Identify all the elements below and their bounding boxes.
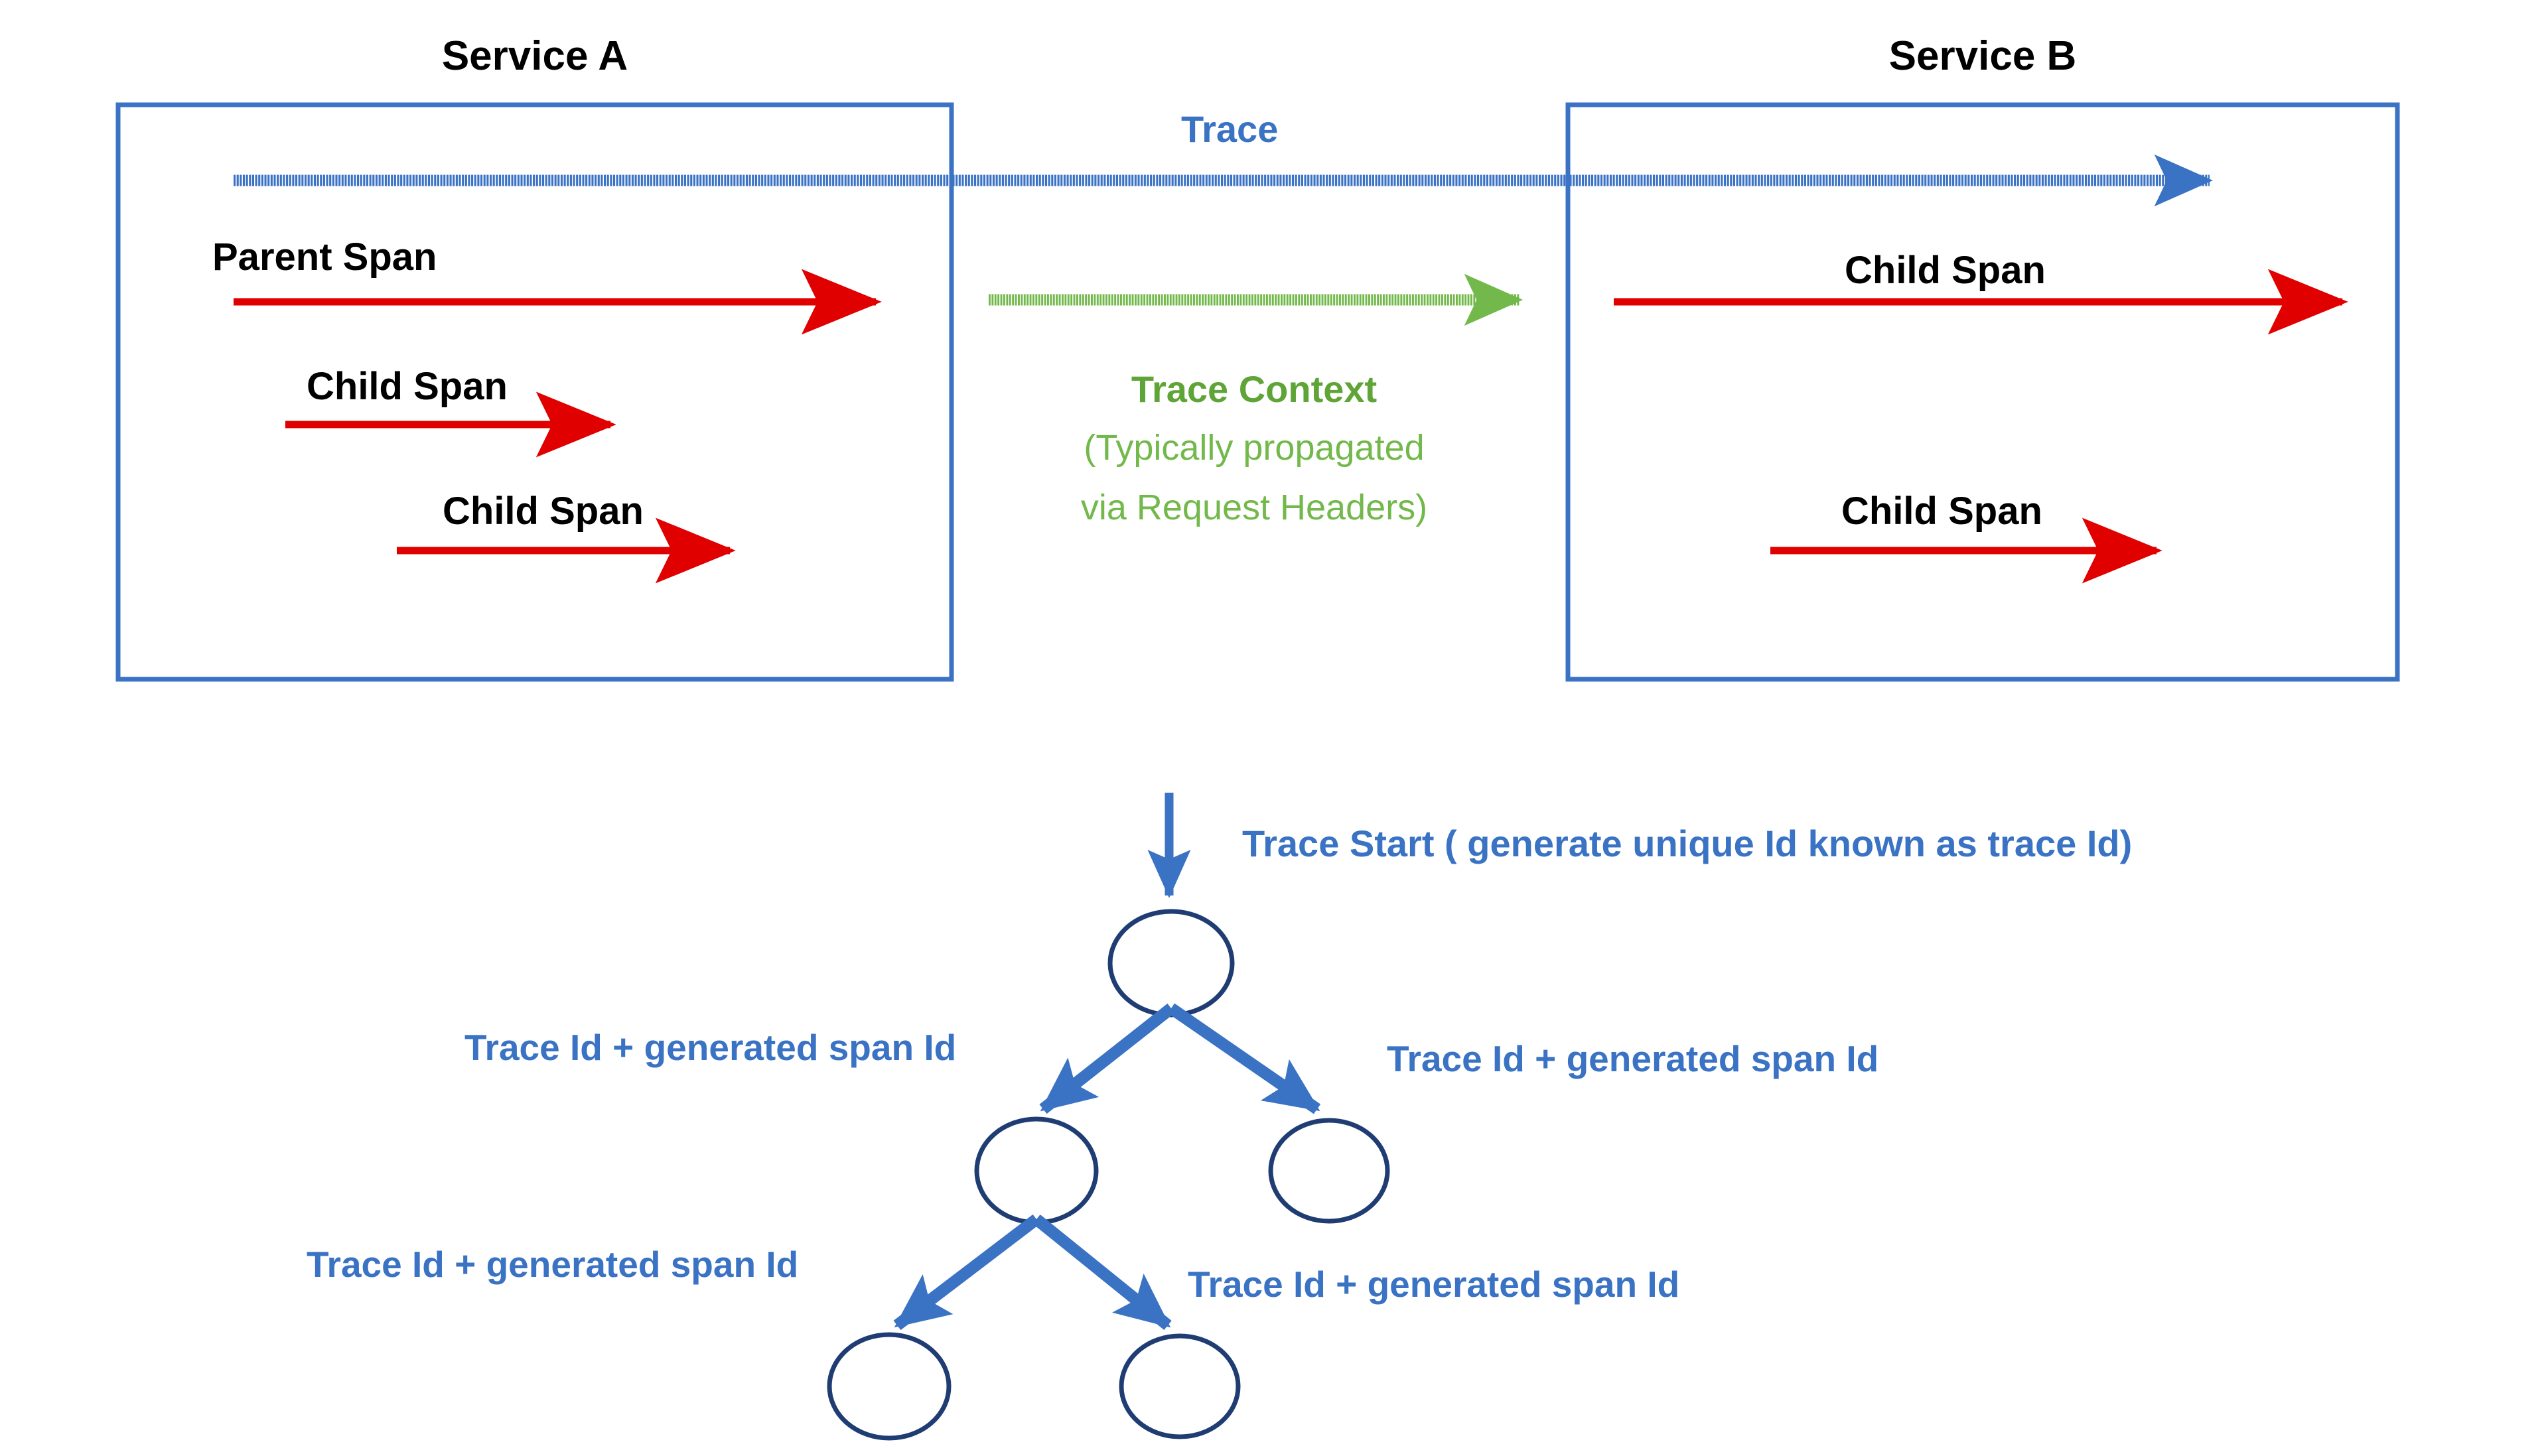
trace-context-subtitle-line1: (Typically propagated [1084,428,1425,468]
tree-node-leaf-right [1119,1333,1241,1439]
tree-edge-left-leafright [1032,1214,1172,1331]
tree-start-label: Trace Start ( generate unique Id known a… [1242,823,2133,864]
tree-node-root [1107,909,1235,1018]
tree-node-left [974,1116,1099,1225]
service-b-title: Service B [1888,33,2077,79]
service-a-box [115,102,954,682]
span-label-child-b1: Child Span [1845,249,2046,292]
trace-context-title: Trace Context [1131,368,1378,410]
tree-edge-label-root-right: Trace Id + generated span Id [1387,1038,1879,1079]
span-label-child-a1: Child Span [307,365,508,408]
tree-node-right [1268,1118,1390,1224]
span-label-child-b2: Child Span [1841,490,2042,533]
tree-edge-label-left-leafleft: Trace Id + generated span Id [307,1244,799,1285]
span-label-child-a2: Child Span [443,490,644,533]
trace-arrow-label: Trace [1181,108,1279,150]
service-b-box [1565,102,2400,682]
service-a-title: Service A [441,33,628,79]
tree-edge-label-left-leafright: Trace Id + generated span Id [1188,1264,1680,1305]
tree-edge-root-right [1167,1003,1321,1114]
tree-edge-label-root-left: Trace Id + generated span Id [464,1027,957,1068]
trace-context-subtitle-line2: via Request Headers) [1080,488,1428,527]
span-label-parent-a: Parent Span [212,235,437,279]
tree-edge-left-leafleft [893,1214,1040,1331]
tree-node-leaf-left [827,1332,952,1441]
tree-edge-root-left [1039,1003,1175,1114]
